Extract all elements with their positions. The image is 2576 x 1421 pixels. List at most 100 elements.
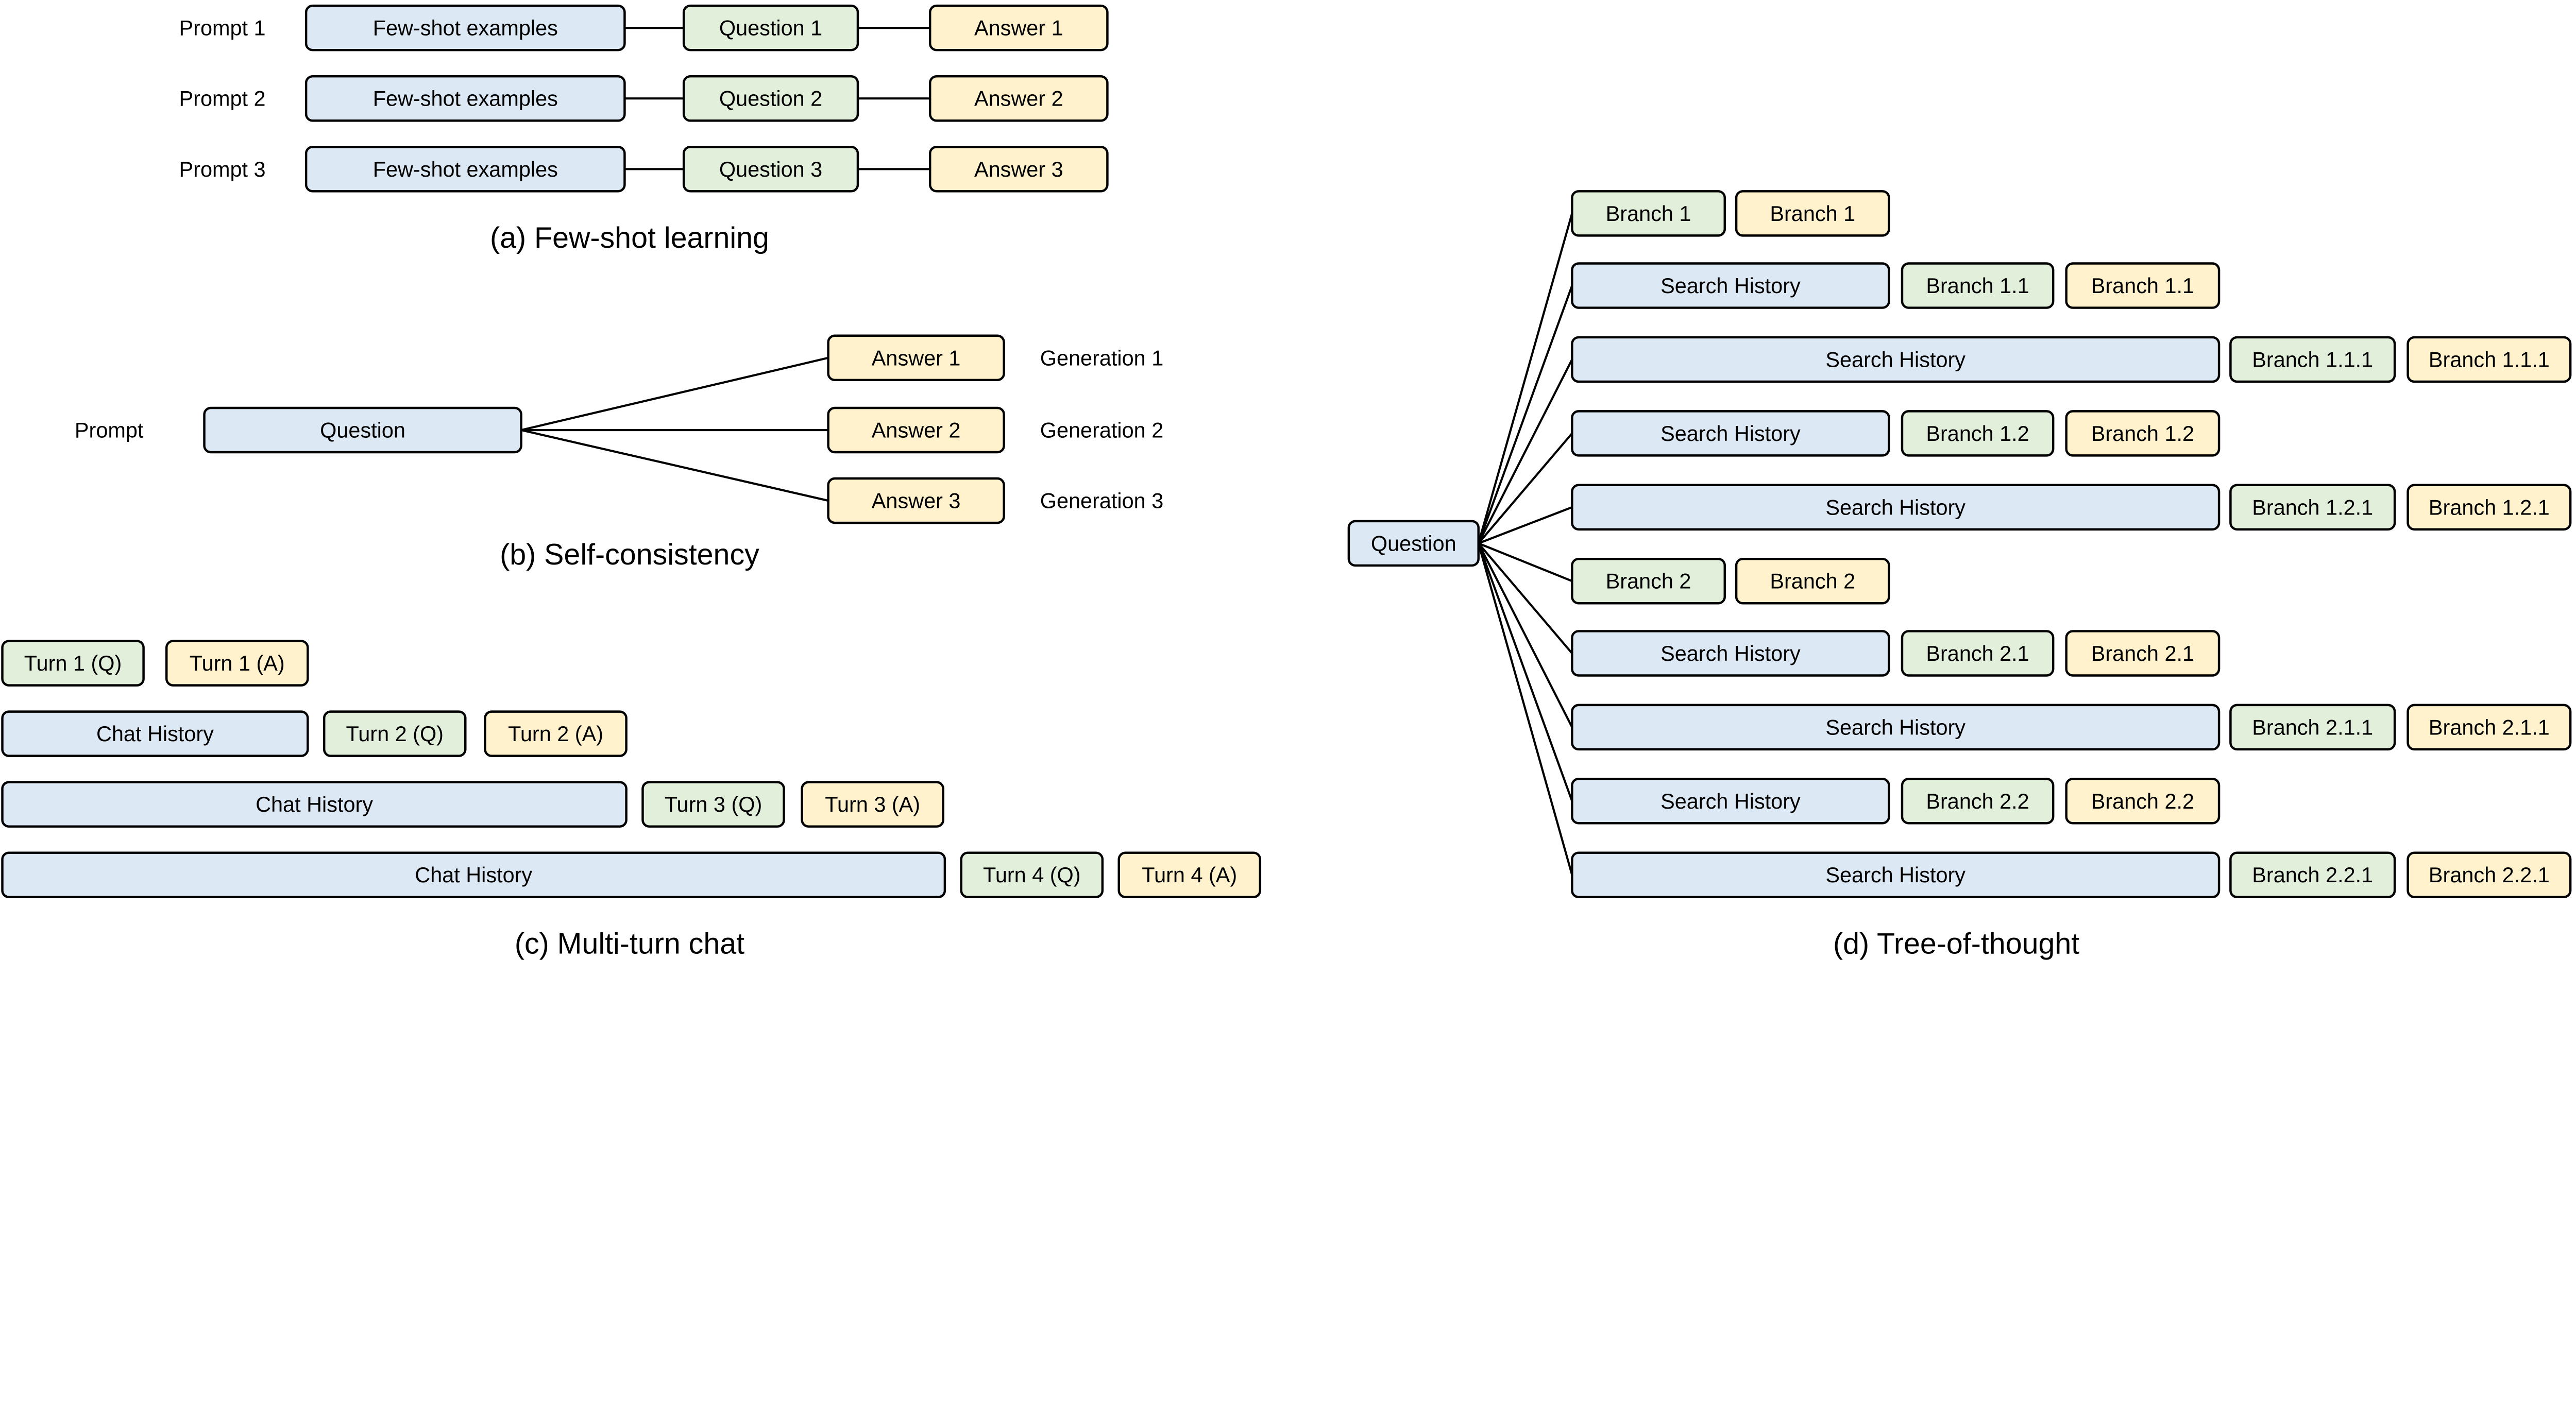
branch-answer-box-label: Branch 1 bbox=[1770, 201, 1855, 226]
question-box-label: Question 3 bbox=[719, 157, 822, 181]
edge bbox=[1477, 542, 1573, 728]
answer-box: Answer 3 bbox=[827, 477, 1005, 524]
root-question-box: Question bbox=[1347, 520, 1480, 567]
branch-answer-box: Branch 2.2.1 bbox=[2406, 851, 2572, 898]
branch-box-label: Branch 1 bbox=[1606, 201, 1691, 226]
search-history-box-shape bbox=[1571, 778, 1890, 825]
branch-answer-box-shape bbox=[2406, 704, 2572, 751]
turn-question-box: Turn 2 (Q) bbox=[323, 710, 467, 757]
branch-box: Branch 2.2.1 bbox=[2229, 851, 2396, 898]
caption-multi-turn: (c) Multi-turn chat bbox=[515, 928, 744, 961]
chat-history-box-shape bbox=[1, 851, 946, 898]
few-shot-examples-box: Few-shot examples bbox=[304, 146, 626, 193]
chat-history-box-label: Chat History bbox=[415, 863, 532, 887]
turn-answer-box-shape bbox=[165, 640, 309, 687]
answer-box-shape bbox=[928, 75, 1109, 122]
branch-answer-box-shape bbox=[2406, 484, 2572, 531]
branch-answer-box: Branch 2.1.1 bbox=[2406, 704, 2572, 751]
question-box: Question 2 bbox=[682, 75, 859, 122]
branch-box-label: Branch 1.1 bbox=[1926, 273, 2029, 298]
branch-box-shape bbox=[2229, 336, 2396, 383]
turn-answer-box-label: Turn 4 (A) bbox=[1142, 863, 1237, 887]
search-history-box-label: Search History bbox=[1660, 641, 1801, 665]
question-box-label: Question bbox=[320, 418, 405, 442]
turn-question-box-shape bbox=[960, 851, 1104, 898]
turn-answer-box-label: Turn 2 (A) bbox=[508, 722, 603, 746]
branch-answer-box-label: Branch 2.2 bbox=[2091, 789, 2194, 813]
generation-label: Generation 2 bbox=[1040, 418, 1164, 442]
few-shot-examples-box-label: Few-shot examples bbox=[373, 87, 558, 111]
edge bbox=[1478, 506, 1573, 544]
answer-box-label: Answer 2 bbox=[872, 418, 961, 442]
branch-box-shape bbox=[1901, 410, 2055, 457]
chat-history-box-shape bbox=[1, 781, 628, 828]
answer-box: Answer 2 bbox=[928, 75, 1109, 122]
edge bbox=[1477, 213, 1573, 544]
edge bbox=[1477, 543, 1573, 876]
branch-answer-box-shape bbox=[2065, 778, 2221, 825]
search-history-box-label: Search History bbox=[1660, 273, 1801, 298]
question-box-shape bbox=[682, 146, 859, 193]
branch-answer-box-label: Branch 2.2.1 bbox=[2429, 863, 2550, 887]
root-question-box-shape bbox=[1347, 520, 1480, 567]
search-history-box-label: Search History bbox=[1825, 347, 1965, 371]
few-shot-examples-box-label: Few-shot examples bbox=[373, 16, 558, 40]
answer-box-shape bbox=[928, 4, 1109, 52]
branch-box: Branch 2.1 bbox=[1901, 630, 2055, 677]
branch-box-shape bbox=[1571, 557, 1726, 605]
turn-answer-box: Turn 1 (A) bbox=[165, 640, 309, 687]
branch-answer-box: Branch 1.1.1 bbox=[2406, 336, 2572, 383]
question-box: Question 1 bbox=[682, 4, 859, 52]
chat-history-box-shape bbox=[1, 710, 309, 757]
question-box-label: Question 1 bbox=[719, 16, 822, 40]
search-history-box-label: Search History bbox=[1825, 495, 1965, 519]
turn-question-box-label: Turn 4 (Q) bbox=[983, 863, 1080, 887]
branch-box-label: Branch 1.2 bbox=[1926, 421, 2029, 446]
branch-answer-box: Branch 2 bbox=[1735, 557, 1890, 605]
turn-answer-box-shape bbox=[801, 781, 944, 828]
branch-box-label: Branch 2.1 bbox=[1926, 641, 2029, 665]
edge bbox=[521, 356, 829, 432]
chat-history-box-label: Chat History bbox=[256, 792, 373, 816]
branch-box: Branch 1.1.1 bbox=[2229, 336, 2396, 383]
search-history-box-label: Search History bbox=[1825, 863, 1965, 887]
branch-box-label: Branch 1.2.1 bbox=[2252, 495, 2373, 519]
answer-box-label: Answer 3 bbox=[872, 489, 961, 513]
search-history-box: Search History bbox=[1571, 484, 2221, 531]
answer-box-label: Answer 1 bbox=[872, 346, 961, 370]
question-box: Question 3 bbox=[682, 146, 859, 193]
answer-box-shape bbox=[827, 477, 1005, 524]
search-history-box: Search History bbox=[1571, 630, 1890, 677]
question-box-shape bbox=[682, 4, 859, 52]
edge bbox=[1477, 359, 1573, 544]
answer-box-label: Answer 1 bbox=[974, 16, 1063, 40]
edge bbox=[1478, 542, 1573, 654]
search-history-box-shape bbox=[1571, 410, 1890, 457]
branch-box-label: Branch 2 bbox=[1606, 569, 1691, 593]
branch-box-label: Branch 1.1.1 bbox=[2252, 347, 2373, 371]
turn-question-box-label: Turn 1 (Q) bbox=[24, 651, 122, 675]
search-history-box: Search History bbox=[1571, 704, 2221, 751]
search-history-box-label: Search History bbox=[1825, 715, 1965, 739]
edge bbox=[1478, 433, 1573, 544]
answer-box: Answer 3 bbox=[928, 146, 1109, 193]
branch-box-shape bbox=[2229, 704, 2396, 751]
root-question-box-label: Question bbox=[1371, 531, 1456, 555]
search-history-box-shape bbox=[1571, 336, 2221, 383]
few-shot-examples-box: Few-shot examples bbox=[304, 75, 626, 122]
turn-question-box: Turn 4 (Q) bbox=[960, 851, 1104, 898]
edge bbox=[521, 429, 829, 502]
chat-history-box: Chat History bbox=[1, 851, 946, 898]
answer-box: Answer 2 bbox=[827, 406, 1005, 454]
turn-question-box-shape bbox=[323, 710, 467, 757]
question-box: Question bbox=[203, 406, 522, 454]
search-history-box-label: Search History bbox=[1660, 789, 1801, 813]
branch-answer-box-shape bbox=[2065, 262, 2221, 309]
caption-self-consistency: (b) Self-consistency bbox=[500, 538, 759, 571]
branch-box-shape bbox=[1571, 190, 1726, 237]
search-history-box-shape bbox=[1571, 262, 1890, 309]
branch-answer-box-label: Branch 1.2 bbox=[2091, 421, 2194, 446]
branch-box: Branch 2 bbox=[1571, 557, 1726, 605]
turn-answer-box: Turn 4 (A) bbox=[1117, 851, 1262, 898]
